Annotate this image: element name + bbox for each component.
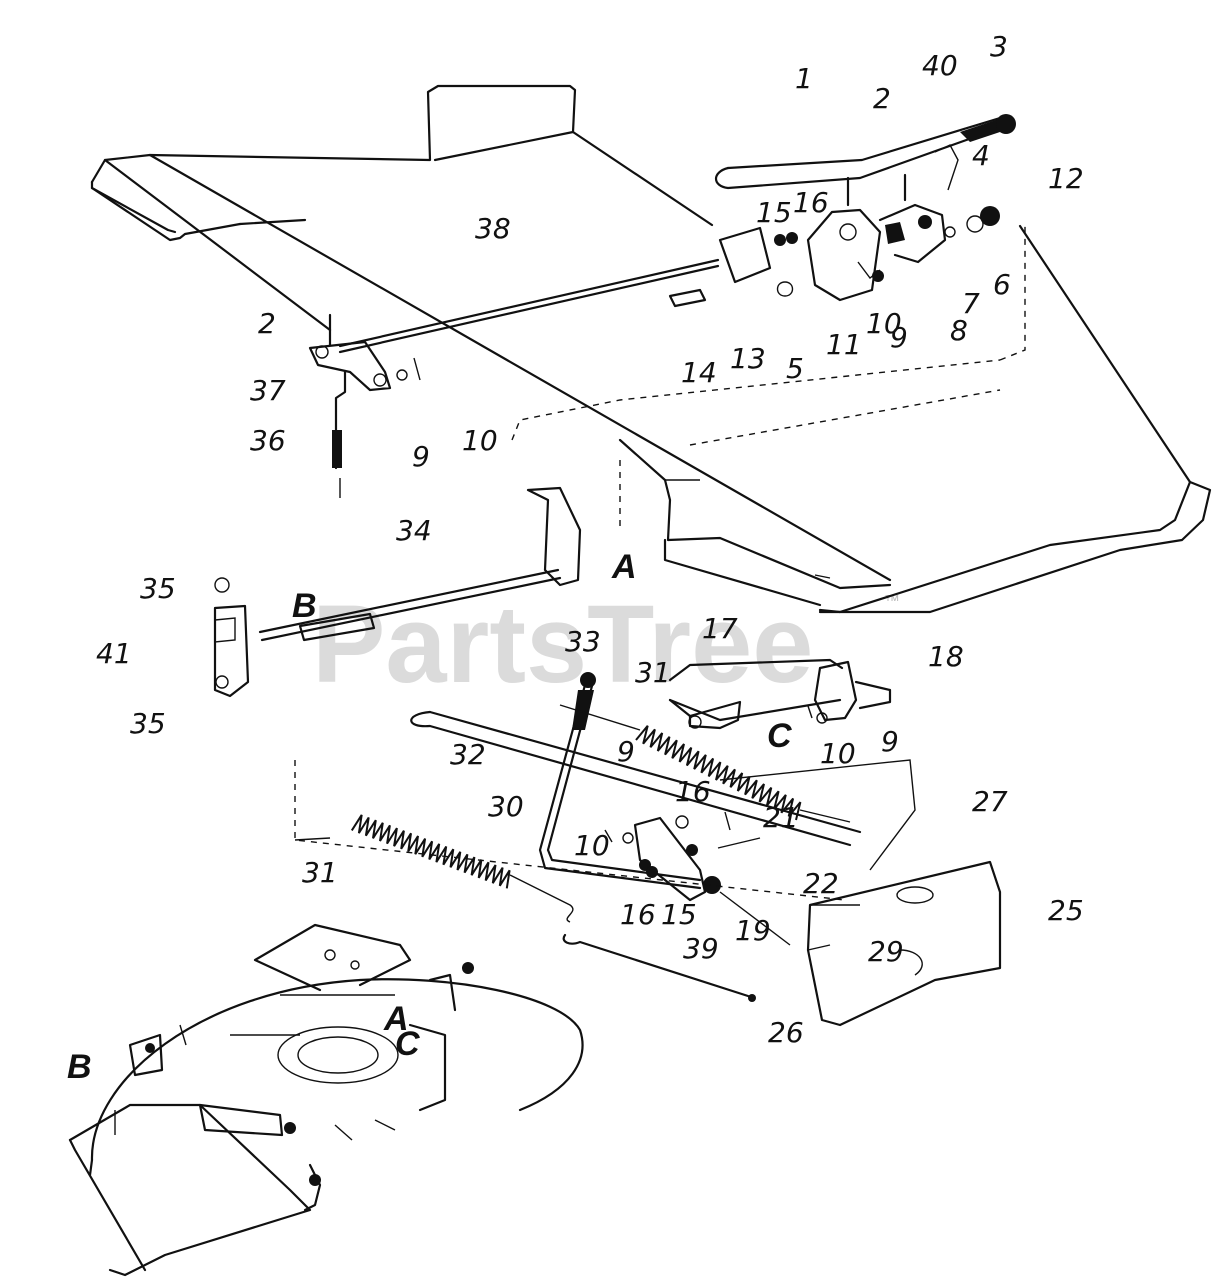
part-number-p26: 26 [768, 1016, 804, 1049]
belt-guard [806, 860, 1002, 1027]
part-number-p9d: 9 [617, 735, 635, 768]
part-number-p35a: 35 [140, 572, 176, 605]
rod-26 [562, 933, 756, 1002]
part-number-p16a: 16 [793, 186, 829, 219]
part-number-p35b: 35 [130, 707, 166, 740]
connection-letter-cB2: B [67, 1048, 92, 1086]
mower-deck [88, 923, 584, 1212]
part-number-p31a: 31 [635, 656, 671, 689]
lift-arm [308, 313, 421, 498]
part-number-p2b: 2 [258, 307, 276, 340]
pedal-link [538, 672, 702, 890]
part-number-p25: 25 [1048, 894, 1084, 927]
part-number-p17: 17 [702, 612, 738, 645]
part-number-p21: 21 [763, 801, 799, 834]
lift-link-rod [338, 258, 720, 354]
part-number-p37: 37 [250, 374, 286, 407]
part-number-p12: 12 [1048, 162, 1084, 195]
part-number-p7: 7 [962, 287, 980, 320]
lower-spring [350, 814, 574, 923]
part-number-p16b: 16 [675, 775, 711, 808]
idler-rod [668, 658, 892, 730]
part-number-p18: 18 [928, 640, 964, 673]
lift-quadrant [668, 203, 1000, 308]
upper-spring [559, 704, 851, 823]
part-number-p30: 30 [488, 790, 524, 823]
part-number-p2a: 2 [873, 82, 891, 115]
part-number-p5: 5 [786, 352, 804, 385]
part-number-p4: 4 [972, 139, 990, 172]
part-number-p29: 29 [868, 935, 904, 968]
part-number-p41: 41 [96, 637, 132, 670]
connection-letter-cC1: C [767, 717, 792, 755]
part-number-p16c: 16 [620, 898, 656, 931]
connection-letter-cC2: C [395, 1025, 420, 1063]
part-number-p32: 32 [450, 738, 486, 771]
part-number-p40: 40 [922, 49, 958, 82]
rear-plate [294, 759, 916, 901]
part-number-p27: 27 [972, 785, 1008, 818]
part-number-p13: 13 [730, 342, 766, 375]
frame-plate [90, 84, 1212, 614]
part-number-p39: 39 [683, 932, 719, 965]
part-number-p9a: 9 [890, 321, 908, 354]
lift-handle [714, 114, 1016, 207]
part-number-p36: 36 [250, 424, 286, 457]
part-number-p1: 1 [795, 62, 813, 95]
part-number-p15b: 15 [661, 898, 697, 931]
part-number-p15a: 15 [756, 196, 792, 229]
part-number-p22: 22 [803, 867, 839, 900]
idler-bracket [604, 811, 791, 946]
watermark: PartsTree [312, 583, 813, 706]
connection-letter-cA2: A [383, 1000, 409, 1038]
part-number-p3: 3 [990, 30, 1008, 63]
part-number-p6: 6 [993, 268, 1011, 301]
part-number-p31b: 31 [302, 856, 338, 889]
discharge-chute [68, 1103, 312, 1277]
part-number-p38: 38 [475, 212, 511, 245]
part-number-p10d: 10 [574, 829, 610, 862]
front-link [213, 486, 582, 698]
part-number-p10b: 10 [462, 424, 498, 457]
part-number-p8: 8 [950, 314, 968, 347]
connection-letter-cB1: B [292, 587, 317, 625]
part-number-p10a: 10 [866, 307, 902, 340]
part-number-p9b: 9 [412, 440, 430, 473]
connection-letter-cA1: A [611, 548, 637, 586]
part-number-p10c: 10 [820, 737, 856, 770]
part-number-p34: 34 [396, 514, 432, 547]
part-number-p14: 14 [681, 356, 717, 389]
part-number-p9c: 9 [881, 725, 899, 758]
part-number-p19: 19 [735, 914, 771, 947]
part-number-p11: 11 [826, 328, 862, 361]
rod-32 [410, 710, 862, 847]
part-number-p33: 33 [565, 625, 601, 658]
